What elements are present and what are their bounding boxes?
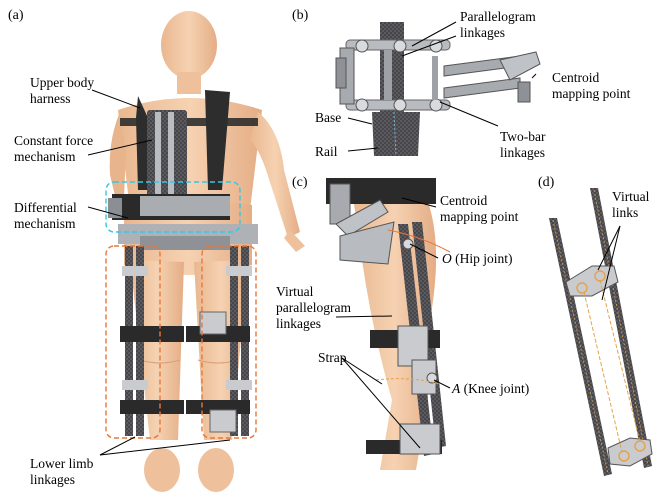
label-virtual-parallelogram-3: linkages bbox=[276, 316, 321, 331]
panel-d-virtual-links bbox=[549, 188, 652, 476]
label-centroid-c-1: Centroid bbox=[440, 193, 487, 208]
label-virtual-parallelogram-2: parallelogram bbox=[276, 300, 351, 315]
label-upper-body-harness-2: harness bbox=[30, 91, 71, 106]
label-two-bar-1: Two-bar bbox=[500, 129, 546, 144]
label-centroid-c-2: mapping point bbox=[440, 209, 518, 224]
label-two-bar-2: linkages bbox=[500, 145, 545, 160]
label-differential-1: Differential bbox=[14, 200, 77, 215]
label-lower-limb-2: linkages bbox=[30, 472, 75, 487]
panel-label-b: (b) bbox=[292, 8, 308, 23]
panel-a-mannequin bbox=[106, 11, 305, 492]
label-virtual-links-2: links bbox=[612, 205, 638, 220]
label-constant-force-1: Constant force bbox=[14, 133, 93, 148]
panel-label-c: (c) bbox=[292, 175, 308, 190]
label-knee-joint: A (Knee joint) bbox=[452, 381, 529, 396]
label-centroid-b-2: mapping point bbox=[552, 86, 630, 101]
label-strap: Strap bbox=[318, 350, 347, 365]
panel-label-a: (a) bbox=[8, 8, 24, 23]
knee-symbol: A bbox=[452, 381, 460, 396]
hip-symbol: O bbox=[442, 251, 452, 266]
label-rail: Rail bbox=[315, 144, 338, 159]
label-virtual-links-1: Virtual bbox=[612, 189, 649, 204]
label-centroid-b-1: Centroid bbox=[552, 70, 599, 85]
label-parallelogram-2: linkages bbox=[460, 25, 505, 40]
label-differential-2: mechanism bbox=[14, 216, 75, 231]
label-upper-body-harness-1: Upper body bbox=[30, 75, 94, 90]
label-virtual-parallelogram-1: Virtual bbox=[276, 284, 313, 299]
label-base: Base bbox=[315, 110, 341, 125]
knee-text: (Knee joint) bbox=[464, 381, 530, 396]
panel-c-leg bbox=[326, 178, 450, 470]
label-hip-joint: O (Hip joint) bbox=[442, 251, 513, 266]
panel-label-d: (d) bbox=[538, 175, 554, 190]
hip-text: (Hip joint) bbox=[455, 251, 512, 266]
label-constant-force-2: mechanism bbox=[14, 149, 75, 164]
label-parallelogram-1: Parallelogram bbox=[460, 9, 536, 24]
label-lower-limb-1: Lower limb bbox=[30, 456, 93, 471]
